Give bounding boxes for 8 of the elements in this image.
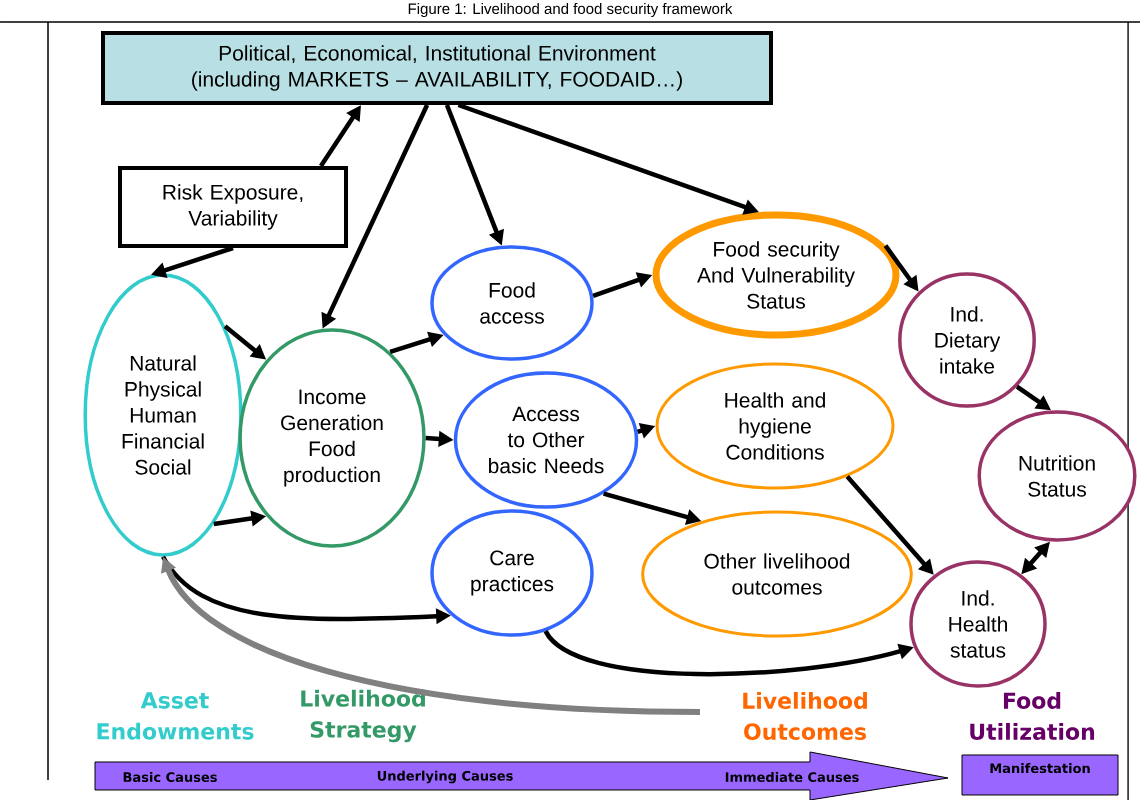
- figure-title: Figure 1: Livelihood and food security framework: [408, 3, 733, 17]
- category-label: Livelihood Strategy: [301, 689, 425, 743]
- category-label: Livelihood Outcomes: [743, 692, 867, 740]
- category-label: Food Utilization: [970, 692, 1095, 740]
- risk-box: Risk Exposure, Variability: [118, 166, 348, 248]
- node-label: Nutrition Status: [1019, 455, 1095, 497]
- manifestation-box: Manifestation: [961, 754, 1119, 796]
- environment-box: Political, Economical, Institutional Environment (including MARKETS – AVAILABILITY, FOODAID…): [101, 31, 773, 105]
